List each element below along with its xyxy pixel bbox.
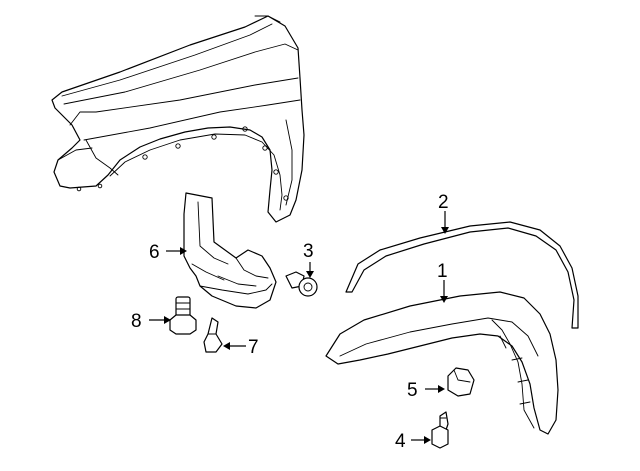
callout-6: 6 [149, 242, 160, 263]
callout-3: 3 [303, 241, 314, 262]
molding-part-2 [345, 221, 579, 329]
clip-part-3 [285, 271, 318, 297]
callout-5: 5 [407, 380, 418, 401]
callout-1: 1 [437, 261, 448, 282]
clip-part-7 [203, 317, 223, 353]
screw-part-4 [431, 411, 449, 449]
bolt-part-8 [169, 296, 197, 335]
fender-flare-part-1 [325, 291, 559, 435]
callout-7: 7 [248, 337, 259, 358]
callout-8: 8 [131, 311, 142, 332]
mud-guard-part-6 [183, 192, 277, 309]
callout-4: 4 [395, 431, 406, 452]
callout-leaders [149, 211, 449, 444]
callout-2: 2 [438, 192, 449, 213]
nut-part-5 [447, 367, 475, 397]
fender [51, 15, 305, 223]
